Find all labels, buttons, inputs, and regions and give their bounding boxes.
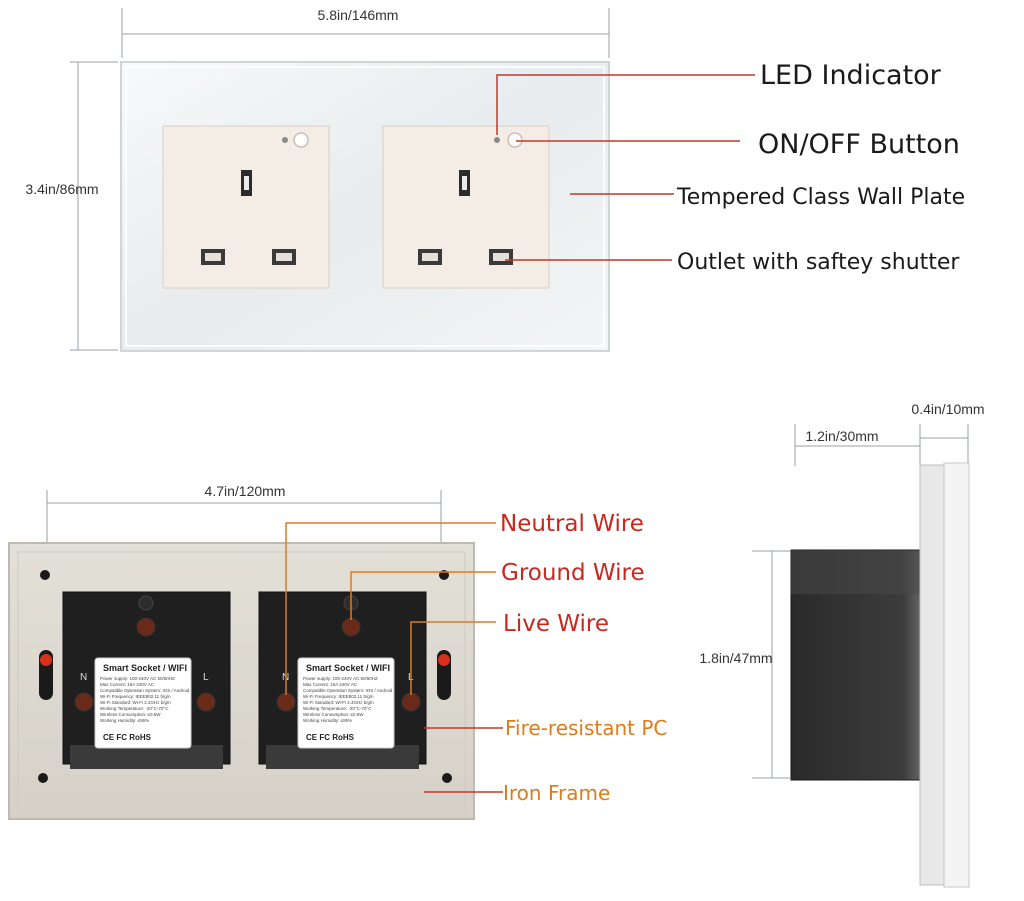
side-frame-plate [919,464,945,886]
terminal-n: N [80,672,87,683]
outlet-shutter-callout: Outlet with saftey shutter [677,250,960,275]
ground-wire-callout: Ground Wire [501,560,645,586]
module-base [70,745,223,769]
glass-bevel [125,66,605,347]
spec-line: Compatible Operation System: IOS / Andro… [100,688,190,693]
led-leader-line [496,74,755,135]
spec-line: Compatible Operation System: IOS / Andro… [303,688,393,693]
side-plate-label: 0.4in/10mm [911,401,984,417]
spec-line: Wi-Fi Standard: Wi-Fi 2.4GHz b/g/n [303,700,374,705]
spec-line: Working Humidity: ≤95% [100,718,149,723]
power-button-icon[interactable] [293,132,309,148]
neutral-terminal-icon [74,692,94,712]
spec-line: Max Current: 16A 240V AC [100,682,155,687]
wall-plate-callout: Tempered Class Wall Plate [676,185,965,210]
on-off-button-callout: ON/OFF Button [758,129,960,160]
spec-line: Max Current: 16A 240V AC [303,682,358,687]
neutral-wire-callout: Neutral Wire [500,511,644,537]
side-module-top [791,550,923,594]
earth-pin-shutter [462,176,467,190]
ground-terminal-icon [341,617,361,637]
spec-line: Wi-Fi Frequency: IEEE802.11 b/g/n [100,694,171,699]
fire-resistant-pc-callout: Fire-resistant PC [505,716,667,740]
spec-line: Working Humidity: ≤95% [303,718,352,723]
side-glass-plate [943,462,970,888]
terminal-l: L [203,672,209,683]
spec-line: Wireless Consumption: ≤0.5W [100,712,161,717]
side-height-label: 1.8in/47mm [699,650,772,666]
cert-marks: CE FC RoHS [306,733,355,742]
right-clip-marker [438,654,450,666]
spec-line: Wi-Fi Frequency: IEEE802.11 b/g/n [303,694,374,699]
mount-hole [40,570,50,580]
module-base [266,745,419,769]
front-socket-1 [162,125,330,289]
mount-hole [442,773,452,783]
live-wire-callout: Live Wire [503,611,609,637]
spec-line: Working Temperature: -20°C-70°C [100,706,169,711]
spec-line: Power supply: 100-240V AC 50/60HZ [303,676,378,681]
back-module-2: N L Smart Socket / WIFI Power supply: 10… [258,591,427,769]
module-label-title: Smart Socket / WIFI [306,663,390,673]
power-button-icon[interactable] [507,132,523,148]
mount-hole [38,773,48,783]
live-pin-shutter [276,253,292,261]
left-clip-marker [40,654,52,666]
spec-line: Power supply: 100-240V AC 50/60HZ [100,676,175,681]
module-label-title: Smart Socket / WIFI [103,663,187,673]
led-indicator-icon [282,137,288,143]
earth-pin-shutter [244,176,249,190]
live-leader-line [410,621,496,695]
earth-terminal-screw [138,595,154,611]
led-indicator-callout: LED Indicator [760,60,942,91]
socket-face [382,125,550,289]
front-height-label: 3.4in/86mm [25,181,98,197]
ground-leader-line [350,571,496,620]
live-pin-shutter [493,253,509,261]
live-terminal-icon [196,692,216,712]
module-spec-label [94,657,192,749]
neutral-pin-shutter [205,253,221,261]
live-terminal-icon [401,692,421,712]
cert-marks: CE FC RoHS [103,733,152,742]
neutral-terminal-icon [276,692,296,712]
led-indicator-icon [494,137,500,143]
neutral-leader-line [285,522,496,695]
back-module-1: N L Smart Socket / WIFI Power supply: 10… [62,591,231,769]
spec-line: Working Temperature: -20°C-70°C [303,706,372,711]
neutral-pin-shutter [422,253,438,261]
back-width-label: 4.7in/120mm [205,483,286,499]
front-width-label: 5.8in/146mm [318,7,399,23]
side-depth-label: 1.2in/30mm [805,428,878,444]
spec-line: Wi-Fi Standard: Wi-Fi 2.4GHz b/g/n [100,700,171,705]
module-spec-label [297,657,395,749]
back-view: 4.7in/120mm N L Smart Socket / WIFI Powe… [8,483,667,820]
socket-face [162,125,330,289]
ground-terminal-icon [136,617,156,637]
front-view: 5.8in/146mm 3.4in/86mm [25,7,965,352]
spec-line: Wireless Consumption: ≤0.5W [303,712,364,717]
iron-frame-callout: Iron Frame [503,781,610,805]
front-socket-2 [382,125,550,289]
side-view: 1.2in/30mm 0.4in/10mm 1.8in/47mm [699,401,985,888]
iron-frame-inner-edge [17,551,466,811]
